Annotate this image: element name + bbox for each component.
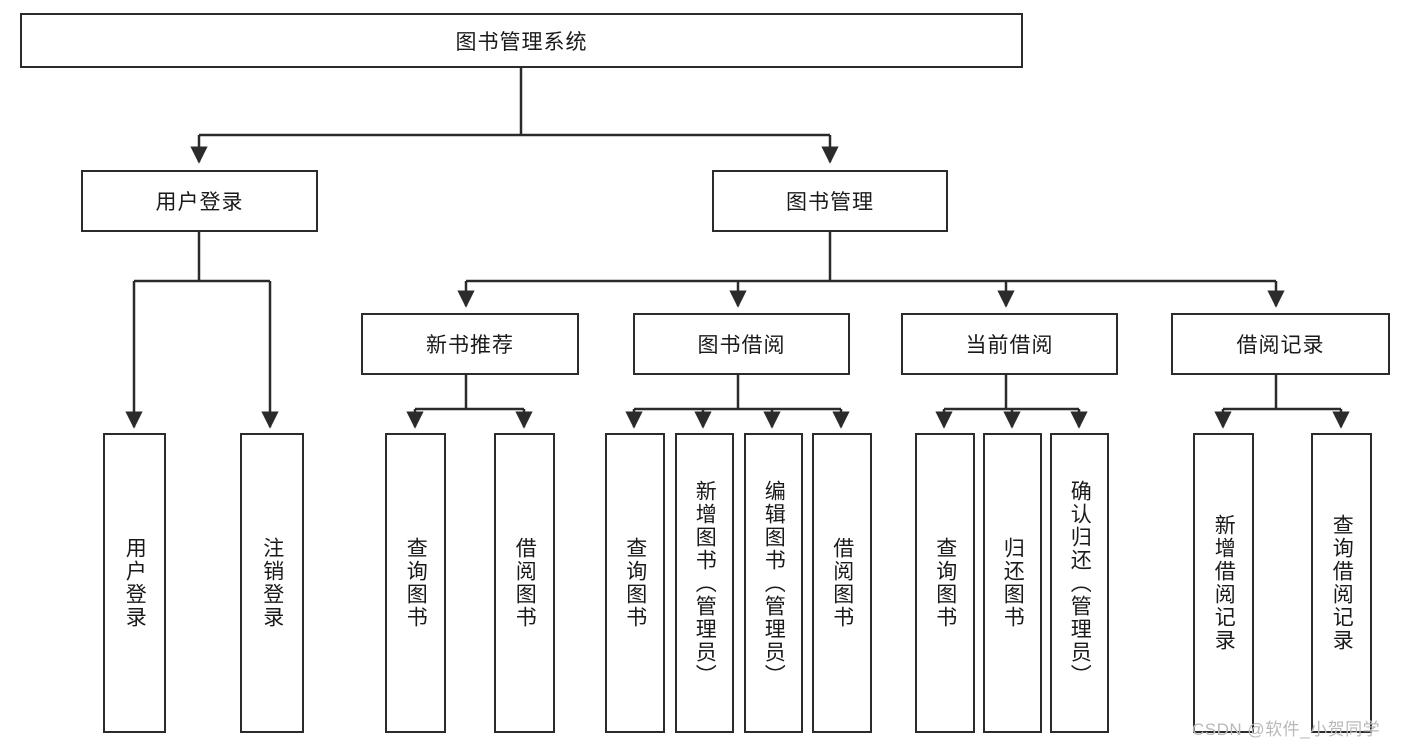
- node-label: 归还图书: [1001, 537, 1025, 629]
- node-current-borrow[interactable]: 当前借阅: [901, 313, 1118, 375]
- node-user-login[interactable]: 用户登录: [81, 170, 318, 232]
- node-root-system[interactable]: 图书管理系统: [20, 13, 1023, 68]
- node-label: 编辑图书（管理员）: [762, 479, 786, 687]
- node-label: 注销登录: [260, 537, 284, 629]
- leaf-current-confirm-return-admin[interactable]: 确认归还（管理员）: [1050, 433, 1109, 733]
- node-label: 查询图书: [404, 537, 428, 629]
- leaf-user-login[interactable]: 用户登录: [103, 433, 166, 733]
- node-label: 用户登录: [155, 191, 244, 214]
- node-label: 查询图书: [623, 537, 647, 629]
- leaf-borrow-add-book-admin[interactable]: 新增图书（管理员）: [675, 433, 734, 733]
- node-label: 查询借阅记录: [1330, 514, 1354, 652]
- node-borrow-record[interactable]: 借阅记录: [1171, 313, 1390, 375]
- leaf-user-logout[interactable]: 注销登录: [240, 433, 304, 733]
- node-label: 当前借阅: [965, 334, 1054, 357]
- leaf-record-query-record[interactable]: 查询借阅记录: [1311, 433, 1372, 733]
- leaf-recommend-query-book[interactable]: 查询图书: [385, 433, 446, 733]
- node-label: 用户登录: [123, 537, 147, 629]
- node-label: 借阅图书: [830, 537, 854, 629]
- csdn-watermark: CSDN @软件_小贺同学: [1192, 720, 1381, 739]
- node-label: 新增借阅记录: [1212, 514, 1236, 652]
- leaf-current-query-book[interactable]: 查询图书: [915, 433, 975, 733]
- node-book-borrow[interactable]: 图书借阅: [633, 313, 850, 375]
- node-label: 查询图书: [933, 537, 957, 629]
- node-book-management[interactable]: 图书管理: [712, 170, 948, 232]
- node-label: 新书推荐: [426, 334, 514, 357]
- node-label: 新增图书（管理员）: [693, 479, 717, 687]
- node-label: 图书管理: [786, 191, 874, 214]
- leaf-borrow-borrow-book[interactable]: 借阅图书: [812, 433, 872, 733]
- node-label: 借阅图书: [513, 537, 537, 629]
- node-label: 图书借阅: [697, 334, 786, 357]
- leaf-recommend-borrow-book[interactable]: 借阅图书: [494, 433, 555, 733]
- leaf-borrow-query-book[interactable]: 查询图书: [605, 433, 665, 733]
- node-new-book-recommend[interactable]: 新书推荐: [361, 313, 579, 375]
- leaf-current-return-book[interactable]: 归还图书: [983, 433, 1042, 733]
- leaf-record-add-record[interactable]: 新增借阅记录: [1193, 433, 1254, 733]
- node-label: 图书管理系统: [455, 30, 588, 54]
- node-label: 借阅记录: [1236, 334, 1325, 357]
- node-label: 确认归还（管理员）: [1068, 479, 1092, 687]
- leaf-borrow-edit-book-admin[interactable]: 编辑图书（管理员）: [744, 433, 803, 733]
